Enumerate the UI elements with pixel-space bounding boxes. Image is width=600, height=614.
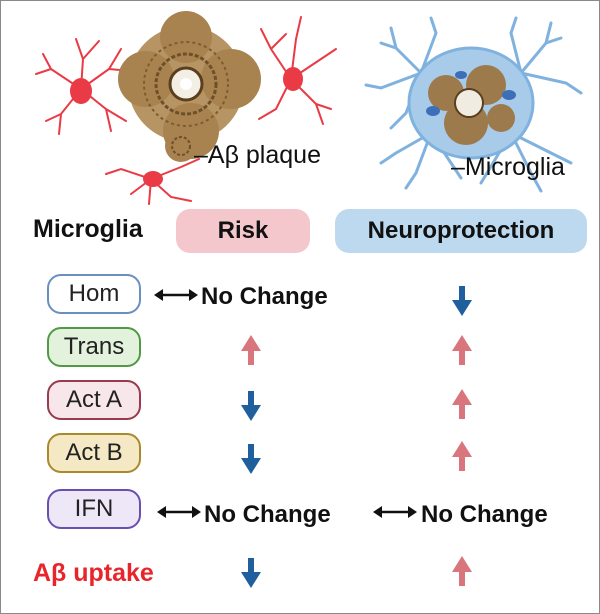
state-act-a: Act A (47, 380, 141, 420)
state-hom: Hom (47, 274, 141, 314)
state-trans: Trans (47, 327, 141, 367)
risk-column-header: Risk (176, 209, 310, 253)
bidirectional-arrow-icon (154, 289, 198, 301)
plaque-label: –Aβ plaque (194, 141, 321, 169)
neuroprotection-illustration (364, 16, 583, 193)
state-act-b: Act B (47, 433, 141, 473)
risk-ifn-value: No Change (204, 501, 331, 528)
neuroprotection-ifn-value: No Change (421, 501, 548, 528)
amyloid-plaque-icon (426, 65, 516, 145)
row-header-microglia: Microglia (33, 215, 143, 243)
bidirectional-arrow-icon (373, 506, 417, 518)
down-arrow-icon (241, 391, 261, 421)
up-arrow-icon (452, 335, 472, 365)
risk-illustration (35, 11, 337, 205)
up-arrow-icon (452, 556, 472, 586)
uptake-label: Aβ uptake (33, 559, 154, 587)
amyloid-plaque-icon (118, 11, 261, 162)
up-arrow-icon (452, 441, 472, 471)
down-arrow-icon (241, 444, 261, 474)
risk-hom-value: No Change (201, 283, 328, 310)
bidirectional-arrow-icon (157, 506, 201, 518)
down-arrow-icon (452, 286, 472, 316)
up-arrow-icon (452, 389, 472, 419)
state-ifn: IFN (47, 489, 141, 529)
microglia-cell-label: –Microglia (451, 153, 565, 181)
red-neuron-icon (35, 16, 337, 205)
up-arrow-icon (241, 335, 261, 365)
neuroprotection-column-header: Neuroprotection (335, 209, 587, 253)
down-arrow-icon (241, 558, 261, 588)
